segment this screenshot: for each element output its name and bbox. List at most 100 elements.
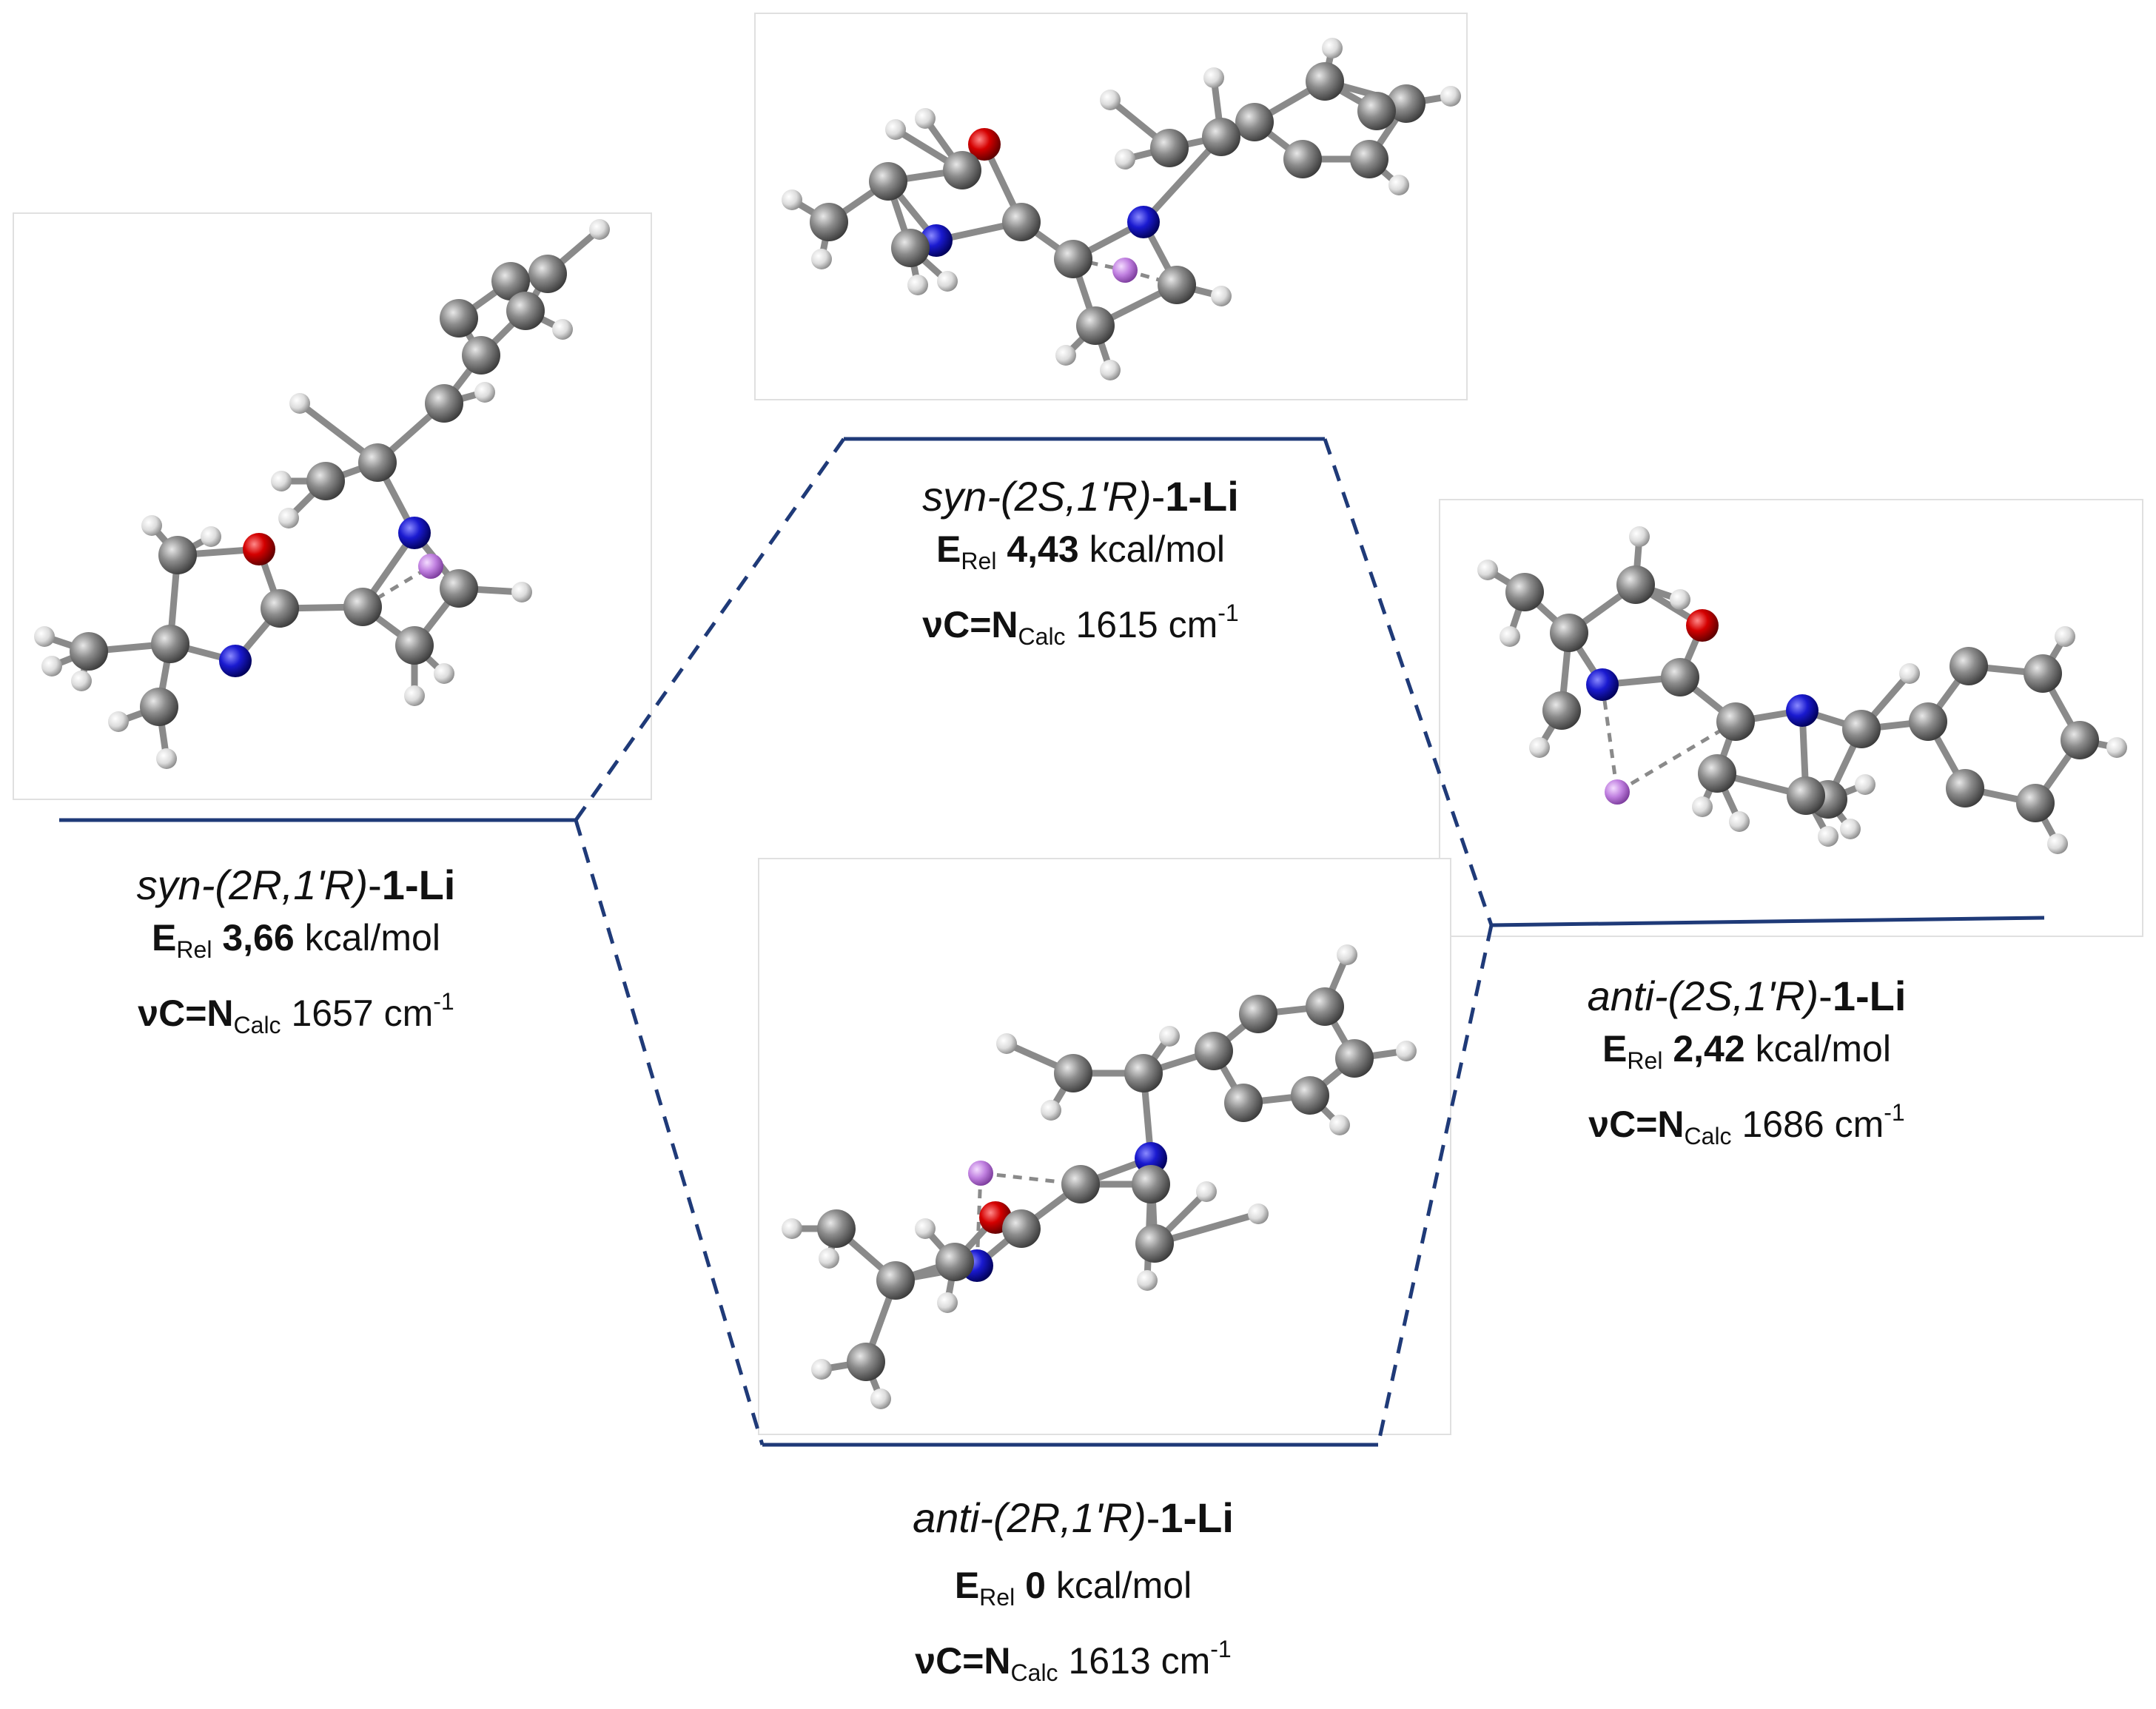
- hydrogen-atom: [71, 671, 92, 691]
- carbon-atom: [2061, 721, 2099, 759]
- hydrogen-atom: [1196, 1181, 1217, 1202]
- hydrogen-atom: [1055, 345, 1076, 366]
- carbon-atom: [306, 462, 345, 500]
- hydrogen-atom: [1388, 175, 1409, 195]
- state-name: syn-(2R,1'R)-1-Li: [136, 862, 456, 908]
- carbon-atom: [158, 536, 197, 574]
- carbon-atom: [1002, 1209, 1041, 1248]
- carbon-atom: [1387, 84, 1425, 123]
- hydrogen-atom: [1440, 86, 1461, 107]
- connector-syn2R-to-anti2R: [574, 819, 765, 1446]
- hydrogen-atom: [937, 271, 958, 292]
- lithium-atom: [968, 1161, 993, 1186]
- hydrogen-atom: [811, 1359, 832, 1380]
- carbon-atom: [343, 588, 382, 626]
- carbon-atom: [491, 262, 530, 300]
- molecule-panel-syn-2S-1R: [754, 13, 1468, 400]
- carbon-atom: [1350, 140, 1388, 178]
- hydrogen-atom: [201, 526, 221, 547]
- state-name: anti-(2S,1'R)-1-Li: [1587, 973, 1907, 1019]
- hydrogen-atom: [1137, 1270, 1158, 1291]
- hydrogen-atom: [404, 685, 425, 706]
- carbon-atom: [395, 626, 434, 665]
- lithium-atom: [1605, 779, 1630, 805]
- hydrogen-atom: [41, 656, 62, 676]
- connector-syn2S-to-anti2S: [1323, 438, 1494, 926]
- carbon-atom: [358, 443, 397, 482]
- hydrogen-atom: [1529, 737, 1550, 758]
- hydrogen-atom: [1855, 774, 1875, 795]
- carbon-atom: [1661, 658, 1699, 696]
- hydrogen-atom: [108, 711, 129, 732]
- carbon-atom: [1291, 1076, 1329, 1115]
- carbon-atom: [891, 229, 930, 267]
- hydrogen-atom: [1329, 1115, 1350, 1135]
- hydrogen-atom: [589, 219, 610, 240]
- hydrogen-atom: [1041, 1100, 1061, 1121]
- carbon-atom: [1950, 647, 1988, 685]
- coordination-bond: [1600, 684, 1619, 793]
- nitrogen-atom: [219, 645, 252, 677]
- carbon-atom: [1239, 995, 1277, 1033]
- hydrogen-atom: [1337, 944, 1357, 965]
- molecule-syn-2S-1R: [782, 38, 1461, 380]
- energy-level-anti-2S-1R: [1491, 916, 2045, 927]
- hydrogen-atom: [1115, 149, 1135, 169]
- hydrogen-atom: [1692, 796, 1713, 817]
- hydrogen-atom: [819, 1248, 839, 1269]
- relative-energy: ERel 4,43 kcal/mol: [936, 528, 1225, 574]
- carbon-atom: [1716, 702, 1755, 741]
- label-syn-2S-1R: syn-(2S,1'R)-1-Li ERel 4,43 kcal/mol νC=…: [829, 470, 1332, 662]
- label-syn-2R-1R: syn-(2R,1'R)-1-Li ERel 3,66 kcal/mol νC=…: [44, 859, 548, 1051]
- hydrogen-atom: [289, 393, 310, 414]
- carbon-atom: [440, 299, 478, 338]
- carbon-atom: [261, 589, 299, 628]
- hydrogen-atom: [2106, 737, 2127, 758]
- hydrogen-atom: [1629, 526, 1650, 547]
- hydrogen-atom: [782, 1218, 802, 1239]
- carbon-atom: [1195, 1032, 1233, 1070]
- carbon-atom: [847, 1343, 885, 1381]
- carbon-atom: [810, 203, 848, 241]
- carbon-atom: [70, 632, 108, 671]
- carbon-atom: [1542, 691, 1581, 730]
- carbon-atom: [1787, 776, 1825, 815]
- molecule-anti-2R-1R: [782, 944, 1417, 1409]
- carbon-atom: [876, 1261, 915, 1300]
- carbon-atom: [2024, 654, 2062, 693]
- state-name: syn-(2S,1'R)-1-Li: [922, 473, 1239, 520]
- carbon-atom: [1202, 118, 1240, 156]
- carbon-atom: [425, 384, 463, 423]
- nitrogen-atom: [1135, 1142, 1167, 1175]
- carbon-atom: [1283, 140, 1322, 178]
- carbon-atom: [440, 569, 478, 608]
- molecule-syn-2R-1R: [34, 219, 610, 769]
- carbon-atom: [462, 336, 500, 375]
- nitrogen-atom: [1586, 668, 1619, 701]
- hydrogen-atom: [1322, 38, 1343, 58]
- label-anti-2R-1R: anti-(2R,1'R)-1-Li ERel 0 kcal/mol νC=NC…: [807, 1491, 1340, 1699]
- carbon-atom: [936, 1243, 974, 1281]
- carbon-atom: [1306, 62, 1344, 101]
- relative-energy: ERel 0 kcal/mol: [954, 1565, 1192, 1611]
- hydrogen-atom: [474, 382, 495, 403]
- hydrogen-atom: [915, 108, 936, 129]
- hydrogen-atom: [511, 582, 532, 602]
- hydrogen-atom: [1818, 826, 1838, 847]
- hydrogen-atom: [1840, 819, 1861, 839]
- molecule-anti-2S-1R: [1477, 526, 2127, 854]
- oxygen-atom: [968, 128, 1001, 161]
- carbon-atom: [151, 625, 189, 663]
- hydrogen-atom: [937, 1292, 958, 1313]
- carbon-atom: [1235, 103, 1274, 141]
- state-name: anti-(2R,1'R)-1-Li: [913, 1494, 1234, 1541]
- carbon-atom: [528, 255, 567, 293]
- carbon-atom: [1335, 1039, 1374, 1078]
- hydrogen-atom: [915, 1218, 936, 1239]
- relative-energy: ERel 3,66 kcal/mol: [152, 917, 440, 963]
- carbon-atom: [1909, 702, 1947, 741]
- hydrogen-atom: [782, 189, 802, 210]
- hydrogen-atom: [141, 515, 162, 536]
- carbon-atom: [140, 688, 178, 726]
